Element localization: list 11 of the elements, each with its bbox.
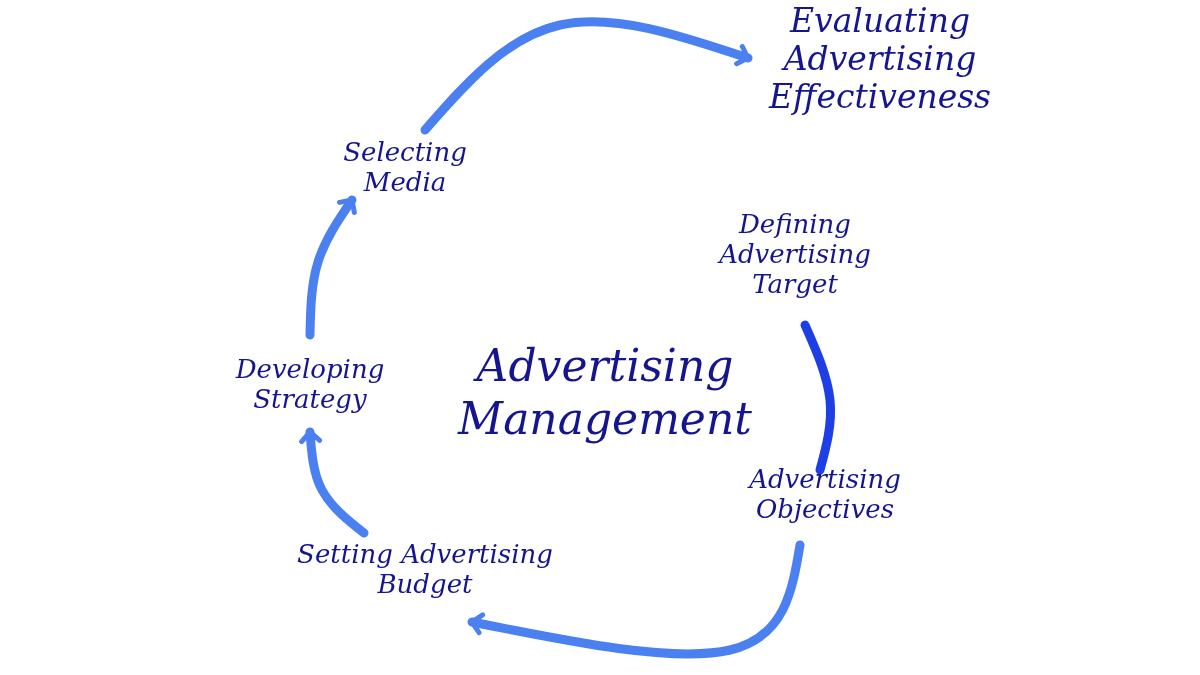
arrow xyxy=(420,17,753,135)
arrow xyxy=(299,427,369,538)
step-label: Defining Advertising Target xyxy=(695,210,895,300)
diagram-title: Advertising Management xyxy=(456,340,753,446)
step-label: Developing Strategy xyxy=(205,355,415,415)
step-label: Advertising Objectives xyxy=(715,465,935,525)
step-label: Evaluating Advertising Effectiveness xyxy=(735,2,1025,116)
step-label: Setting Advertising Budget xyxy=(250,540,600,600)
arrow xyxy=(305,195,357,340)
arrow xyxy=(467,540,805,659)
step-label: Selecting Media xyxy=(310,138,500,198)
